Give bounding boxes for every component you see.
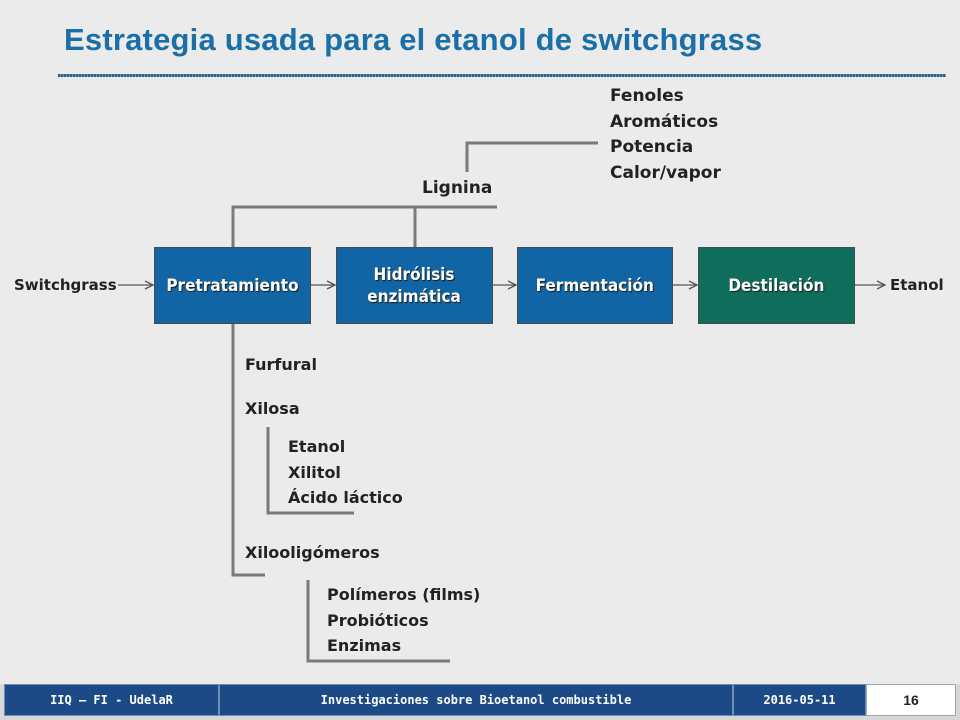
step-label: Destilación (728, 275, 825, 296)
xylose-product: Ácido láctico (288, 488, 403, 507)
page-number: 16 (866, 684, 956, 716)
lignin-bracket (231, 205, 497, 247)
xylose-label: Xilosa (245, 399, 300, 418)
footer-date: 2016-05-11 (733, 684, 866, 716)
slide-title: Estrategia usada para el etanol de switc… (64, 22, 763, 57)
xylooligomers-label: Xilooligómeros (245, 543, 380, 562)
furfural-label: Furfural (245, 355, 317, 374)
lignin-product: Aromáticos (610, 111, 719, 132)
xylooligomer-products-bracket (306, 580, 450, 663)
title-underline (58, 74, 946, 77)
output-label: Etanol (890, 276, 944, 294)
xylose-product: Etanol (288, 437, 346, 456)
step-pretreatment: Pretratamiento (154, 247, 311, 324)
xylose-products-bracket (266, 427, 354, 515)
xylose-product: Xilitol (288, 462, 341, 482)
step-fermentation: Fermentación (517, 247, 673, 324)
step-label: Pretratamiento (166, 275, 299, 296)
step-label-line2: enzimática (367, 286, 462, 307)
pretreatment-products-line (231, 324, 265, 577)
lignin-product: Potencia (610, 137, 694, 157)
step-label: Hidrólisis (373, 264, 455, 285)
lignin-product: Calor/vapor (610, 162, 721, 183)
footer-institution: IIQ – FI - UdelaR (4, 684, 219, 716)
footer-subject: Investigaciones sobre Bioetanol combusti… (219, 684, 733, 716)
xylooligomer-product: Polímeros (films) (327, 585, 481, 604)
xylooligomer-product: Probióticos (327, 610, 429, 630)
input-label: Switchgrass (14, 276, 117, 294)
xylose-products: Etanol Xilitol Ácido láctico (288, 434, 403, 511)
xylooligomer-product: Enzimas (327, 636, 402, 655)
lignin-products: Fenoles Aromáticos Potencia Calor/vapor (610, 84, 721, 186)
lignin-label: Lignina (422, 178, 493, 198)
xylooligomer-products: Polímeros (films) Probióticos Enzimas (327, 582, 480, 659)
step-distillation: Destilación (698, 247, 855, 324)
step-label: Fermentación (535, 275, 655, 296)
lignin-product: Fenoles (610, 86, 684, 106)
lignin-products-bracket (465, 141, 598, 172)
